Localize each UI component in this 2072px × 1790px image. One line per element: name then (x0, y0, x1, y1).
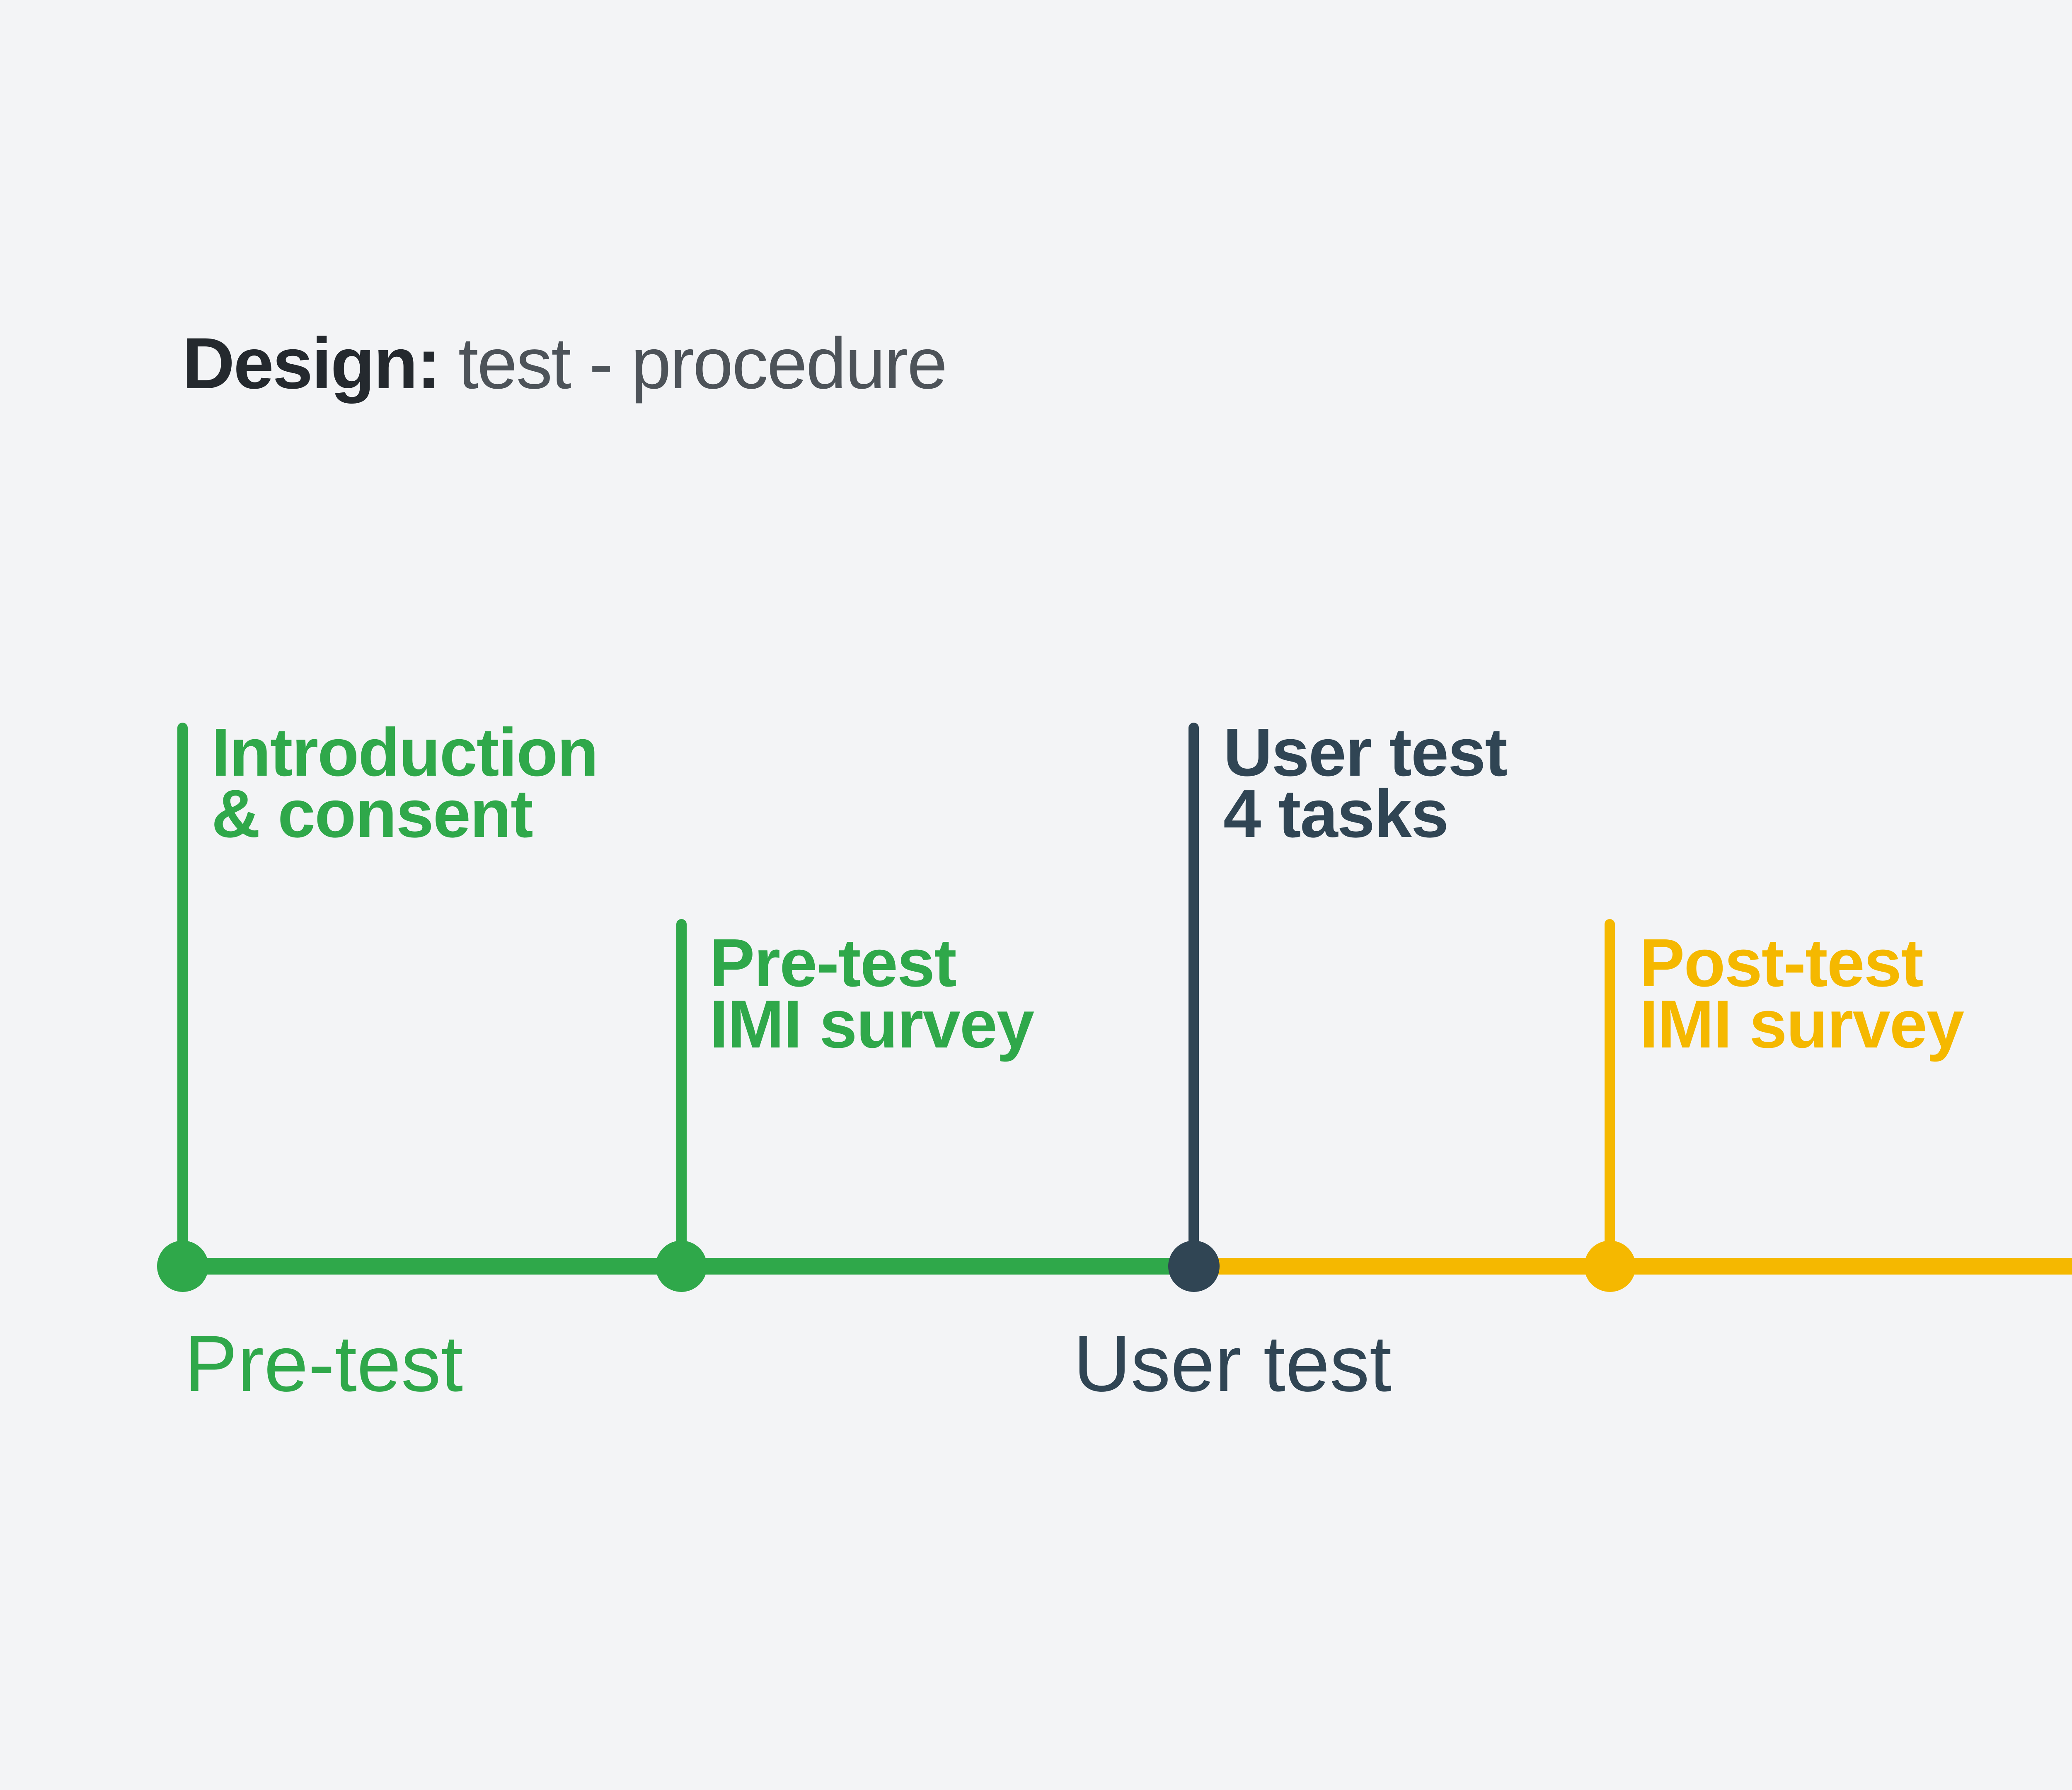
event-connector-pretest-imi (676, 919, 687, 1266)
event-line: Introduction (211, 714, 598, 790)
timeline-node-posttest-imi (1584, 1241, 1636, 1292)
title-label: Design: (182, 323, 441, 404)
event-connector-posttest-imi (1605, 919, 1615, 1266)
event-line: Post-test (1639, 925, 1924, 1001)
page-title: Design:test - procedure (182, 327, 947, 400)
phase-label-pretest: Pre-test (184, 1319, 463, 1408)
timeline-node-pretest-imi (656, 1241, 707, 1292)
event-label-pretest-imi-survey: Pre-test IMI survey (709, 925, 1034, 1062)
event-connector-user-test (1188, 723, 1199, 1266)
event-line: & consent (211, 776, 533, 851)
timeline-node-user-test (1168, 1241, 1220, 1292)
event-line: IMI survey (1639, 986, 1964, 1062)
event-line: IMI survey (709, 986, 1034, 1062)
event-line: User test (1223, 714, 1508, 790)
timeline-node-introduction (157, 1241, 208, 1292)
phase-label-user-test: User test (1073, 1319, 1392, 1408)
event-label-user-test-tasks: User test 4 tasks (1223, 714, 1508, 851)
title-subtitle: test - procedure (458, 323, 948, 404)
event-label-introduction-consent: Introduction & consent (211, 714, 598, 851)
event-label-posttest-imi-survey: Post-test IMI survey (1639, 925, 1964, 1062)
event-connector-introduction (177, 723, 188, 1266)
event-line: Pre-test (709, 925, 957, 1001)
event-line: 4 tasks (1223, 776, 1449, 851)
